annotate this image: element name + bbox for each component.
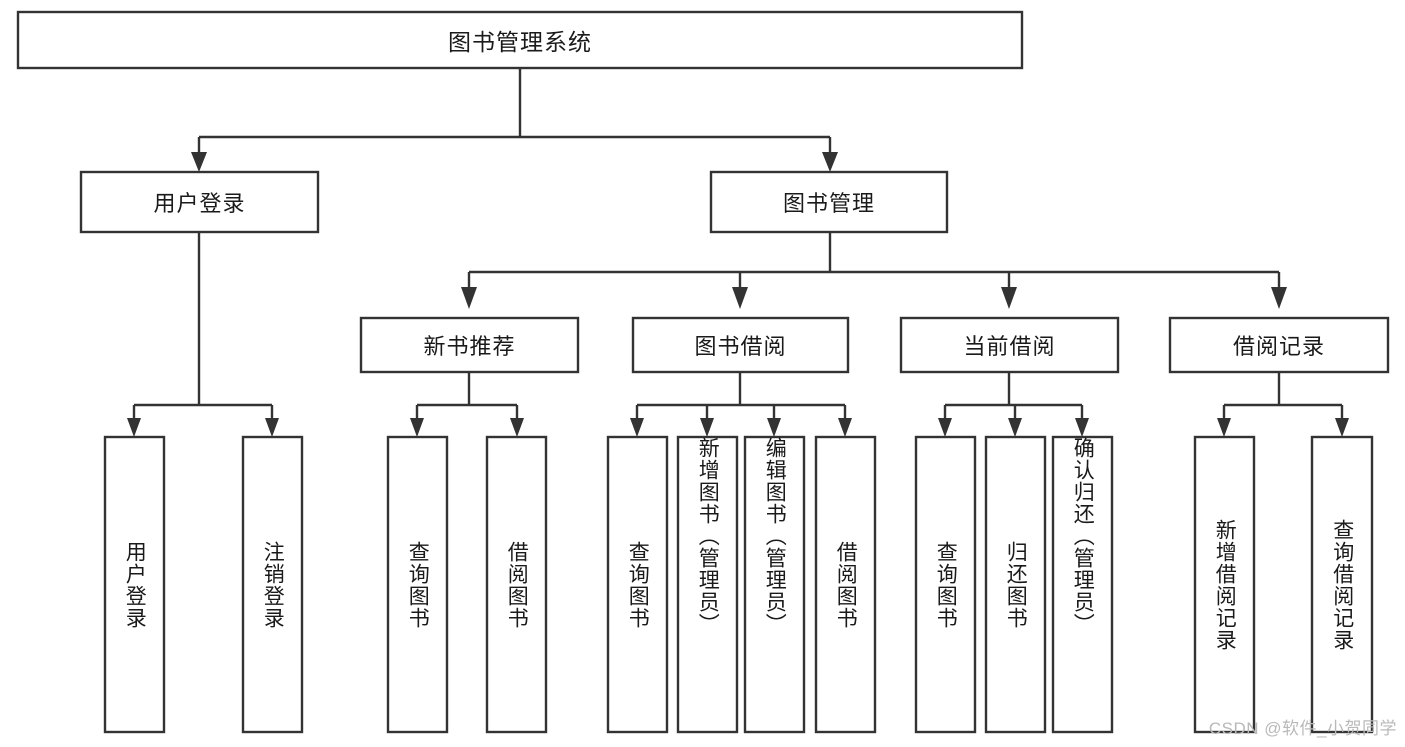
leaf-borrow-0[interactable]	[606, 435, 669, 734]
arrow-cb-leaf-1	[1008, 418, 1022, 437]
leaf-current-2[interactable]	[1051, 435, 1114, 734]
leaf-borrow-2[interactable]	[743, 435, 806, 734]
node-borrow-records[interactable]	[1168, 316, 1390, 374]
arrow-bw-leaf-1	[700, 418, 714, 437]
arrow-book-mgmt	[822, 152, 838, 172]
leaf-new-books-1[interactable]	[485, 435, 548, 734]
arrow-ul-leaf-1	[265, 418, 279, 437]
leaf-records-0[interactable]	[1193, 435, 1256, 734]
arrow-user-login	[191, 152, 207, 172]
arrow-ul-leaf-0	[127, 418, 141, 437]
arrow-bw-leaf-3	[838, 418, 852, 437]
leaf-user-login-1[interactable]	[241, 435, 304, 734]
arrow-nb-leaf-0	[410, 418, 424, 437]
arrow-cb-leaf-0	[938, 418, 952, 437]
arrow-level3-3	[1271, 287, 1287, 309]
connectors	[127, 68, 1349, 437]
arrow-rc-leaf-0	[1217, 418, 1231, 437]
node-root[interactable]	[16, 10, 1024, 70]
leaf-new-books-0[interactable]	[386, 435, 449, 734]
arrow-cb-leaf-2	[1075, 418, 1089, 437]
arrow-level3-0	[461, 287, 477, 309]
arrow-bw-leaf-2	[767, 418, 781, 437]
leaf-user-login-0[interactable]	[103, 435, 166, 734]
leaf-records-1[interactable]	[1310, 435, 1374, 734]
arrow-bw-leaf-0	[630, 418, 644, 437]
arrow-level3-1	[732, 287, 748, 309]
leaf-current-0[interactable]	[914, 435, 977, 734]
arrow-level3-2	[1001, 287, 1017, 309]
node-boxes	[16, 10, 1390, 734]
node-book-management[interactable]	[709, 170, 949, 234]
arrow-nb-leaf-1	[510, 418, 524, 437]
node-user-login[interactable]	[79, 170, 320, 234]
node-new-book-recommend[interactable]	[359, 316, 580, 374]
leaf-current-1[interactable]	[984, 435, 1047, 734]
node-current-borrow[interactable]	[899, 316, 1120, 374]
leaf-borrow-1[interactable]	[676, 435, 739, 734]
arrow-rc-leaf-1	[1335, 418, 1349, 437]
node-book-borrow[interactable]	[631, 316, 850, 374]
leaf-borrow-3[interactable]	[814, 435, 877, 734]
